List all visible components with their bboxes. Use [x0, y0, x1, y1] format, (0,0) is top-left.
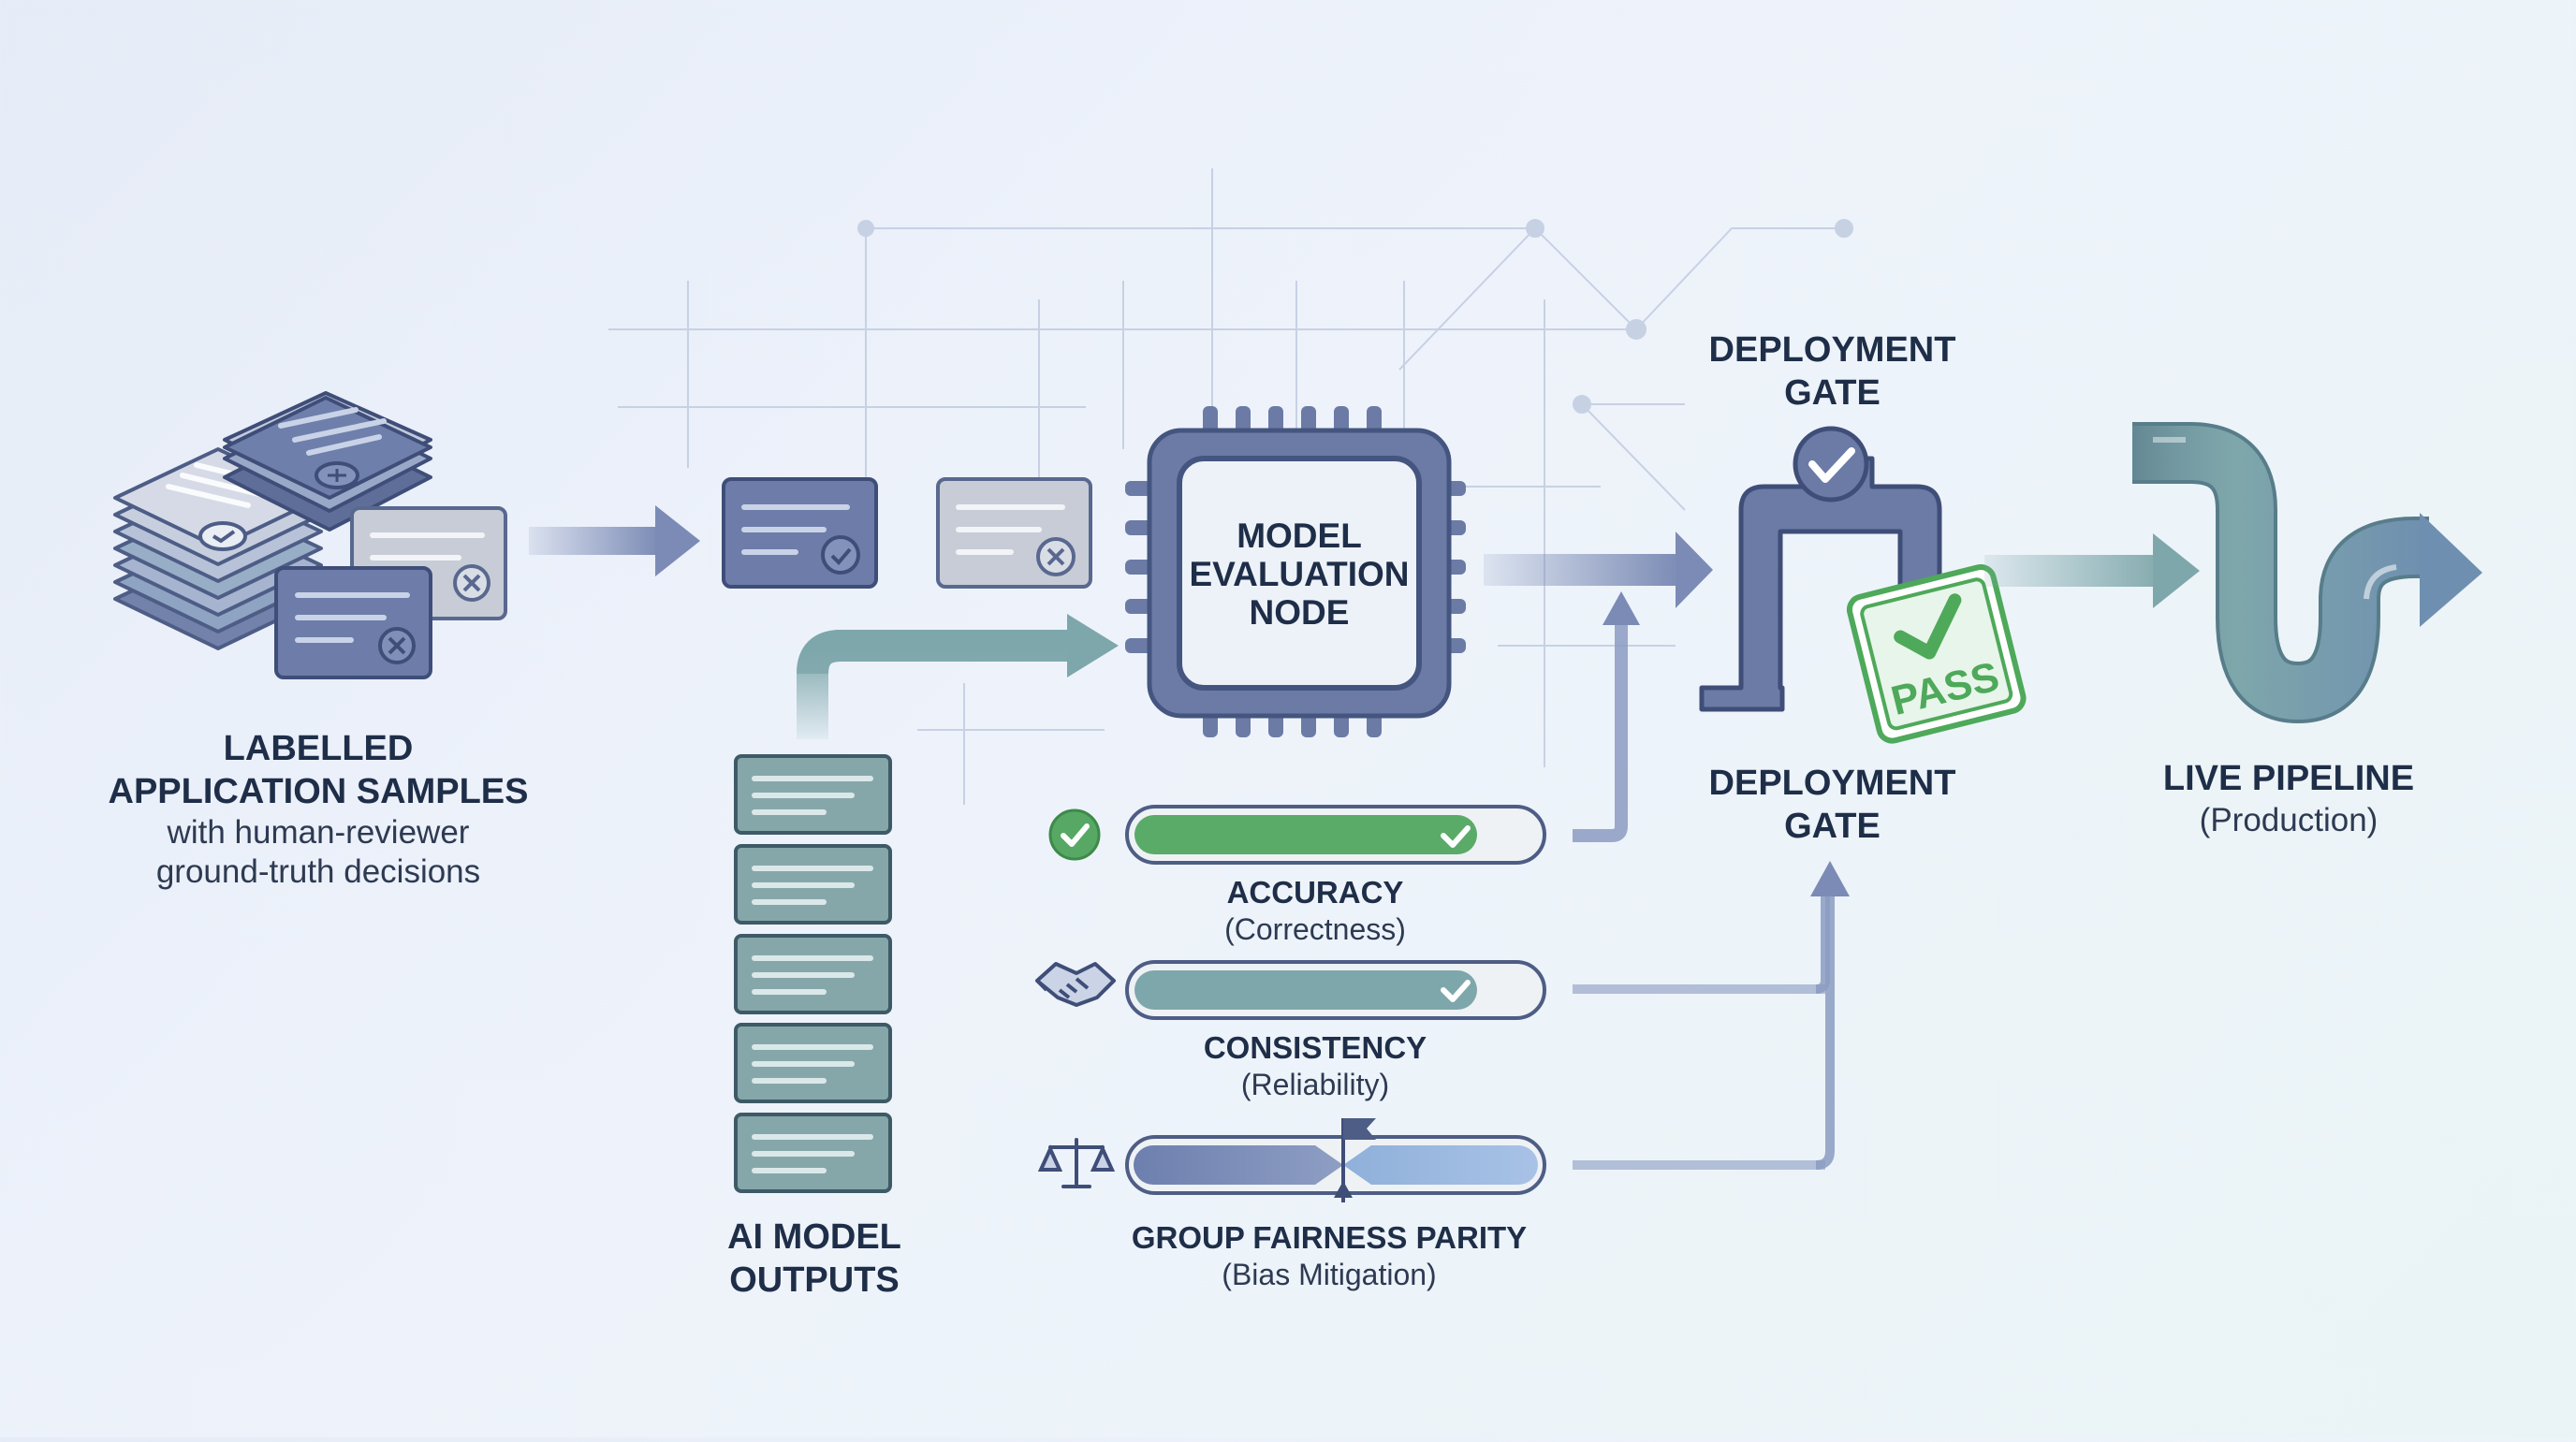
accuracy-check-icon — [1048, 808, 1101, 861]
fairness-title: GROUP FAIRNESS PARITY — [1131, 1220, 1528, 1255]
balance-scale-icon — [1037, 1138, 1116, 1188]
arrow-gate-to-pipeline — [1984, 533, 2200, 608]
accuracy-subtitle: (Correctness) — [1224, 911, 1406, 946]
sample-card-approved — [722, 477, 878, 589]
model-evaluation-node-chip: MODEL EVALUATION NODE — [1125, 406, 1466, 737]
samples-title-line1: LABELLED — [223, 729, 414, 768]
live-pipeline-icon — [2132, 422, 2482, 724]
consistency-label: CONSISTENCY (Reliability) — [1128, 1029, 1502, 1102]
fairness-label: GROUP FAIRNESS PARITY (Bias Mitigation) — [1095, 1219, 1563, 1292]
ai-outputs-stack-icon — [734, 754, 892, 1193]
metric-fairness — [1037, 1118, 1825, 1202]
gate-title-top-line1: DEPLOYMENT — [1708, 330, 1956, 370]
samples-label: LABELLED APPLICATION SAMPLES with human-… — [75, 728, 562, 892]
arrow-node-to-gate — [1484, 532, 1713, 608]
metric-consistency — [1035, 960, 1825, 1020]
fairness-subtitle: (Bias Mitigation) — [1222, 1257, 1437, 1291]
gate-title-bottom-line1: DEPLOYMENT — [1708, 764, 1956, 803]
accuracy-label: ACCURACY (Correctness) — [1128, 874, 1502, 947]
gate-title-top-line2: GATE — [1784, 372, 1881, 413]
connector-accuracy-to-gate — [1573, 591, 1640, 842]
handshake-icon — [1035, 962, 1116, 1007]
ai-outputs-title-line1: AI MODEL — [727, 1217, 901, 1257]
accuracy-title: ACCURACY — [1226, 875, 1404, 910]
node-label-line1: MODEL — [1237, 517, 1362, 555]
samples-subtitle-line2: ground-truth decisions — [155, 853, 481, 891]
arrow-samples-to-cards — [529, 505, 700, 576]
arrow-outputs-to-node — [797, 614, 1119, 739]
consistency-bar-fill — [1134, 970, 1477, 1010]
sample-card-rejected — [936, 477, 1092, 589]
deployment-gate-icon: PASS — [1699, 426, 2027, 744]
pipeline-subtitle: (Production) — [2199, 801, 2378, 838]
gate-label-bottom: DEPLOYMENT GATE — [1676, 763, 1989, 848]
pipeline-label: LIVE PIPELINE (Production) — [2134, 758, 2443, 840]
consistency-title: CONSISTENCY — [1203, 1030, 1427, 1065]
node-label-line2: EVALUATION — [1189, 555, 1409, 593]
node-label-line3: NODE — [1250, 593, 1350, 632]
ai-outputs-label: AI MODEL OUTPUTS — [674, 1216, 955, 1302]
accuracy-bar-fill — [1134, 815, 1477, 854]
background-grid — [608, 168, 1853, 805]
samples-subtitle-line1: with human-reviewer — [167, 814, 470, 852]
gate-label-top: DEPLOYMENT GATE — [1676, 329, 1989, 415]
metric-accuracy — [1048, 805, 1546, 865]
ai-outputs-title-line2: OUTPUTS — [729, 1260, 900, 1300]
pipeline-title: LIVE PIPELINE — [2162, 759, 2415, 798]
samples-title-line2: APPLICATION SAMPLES — [108, 771, 529, 811]
consistency-subtitle: (Reliability) — [1240, 1067, 1390, 1101]
connector-metrics-to-gate — [1810, 861, 1850, 1170]
labelled-samples-stack-icon — [113, 391, 507, 679]
pass-stamp: PASS — [1846, 563, 2027, 744]
gate-title-bottom-line2: GATE — [1784, 806, 1881, 846]
